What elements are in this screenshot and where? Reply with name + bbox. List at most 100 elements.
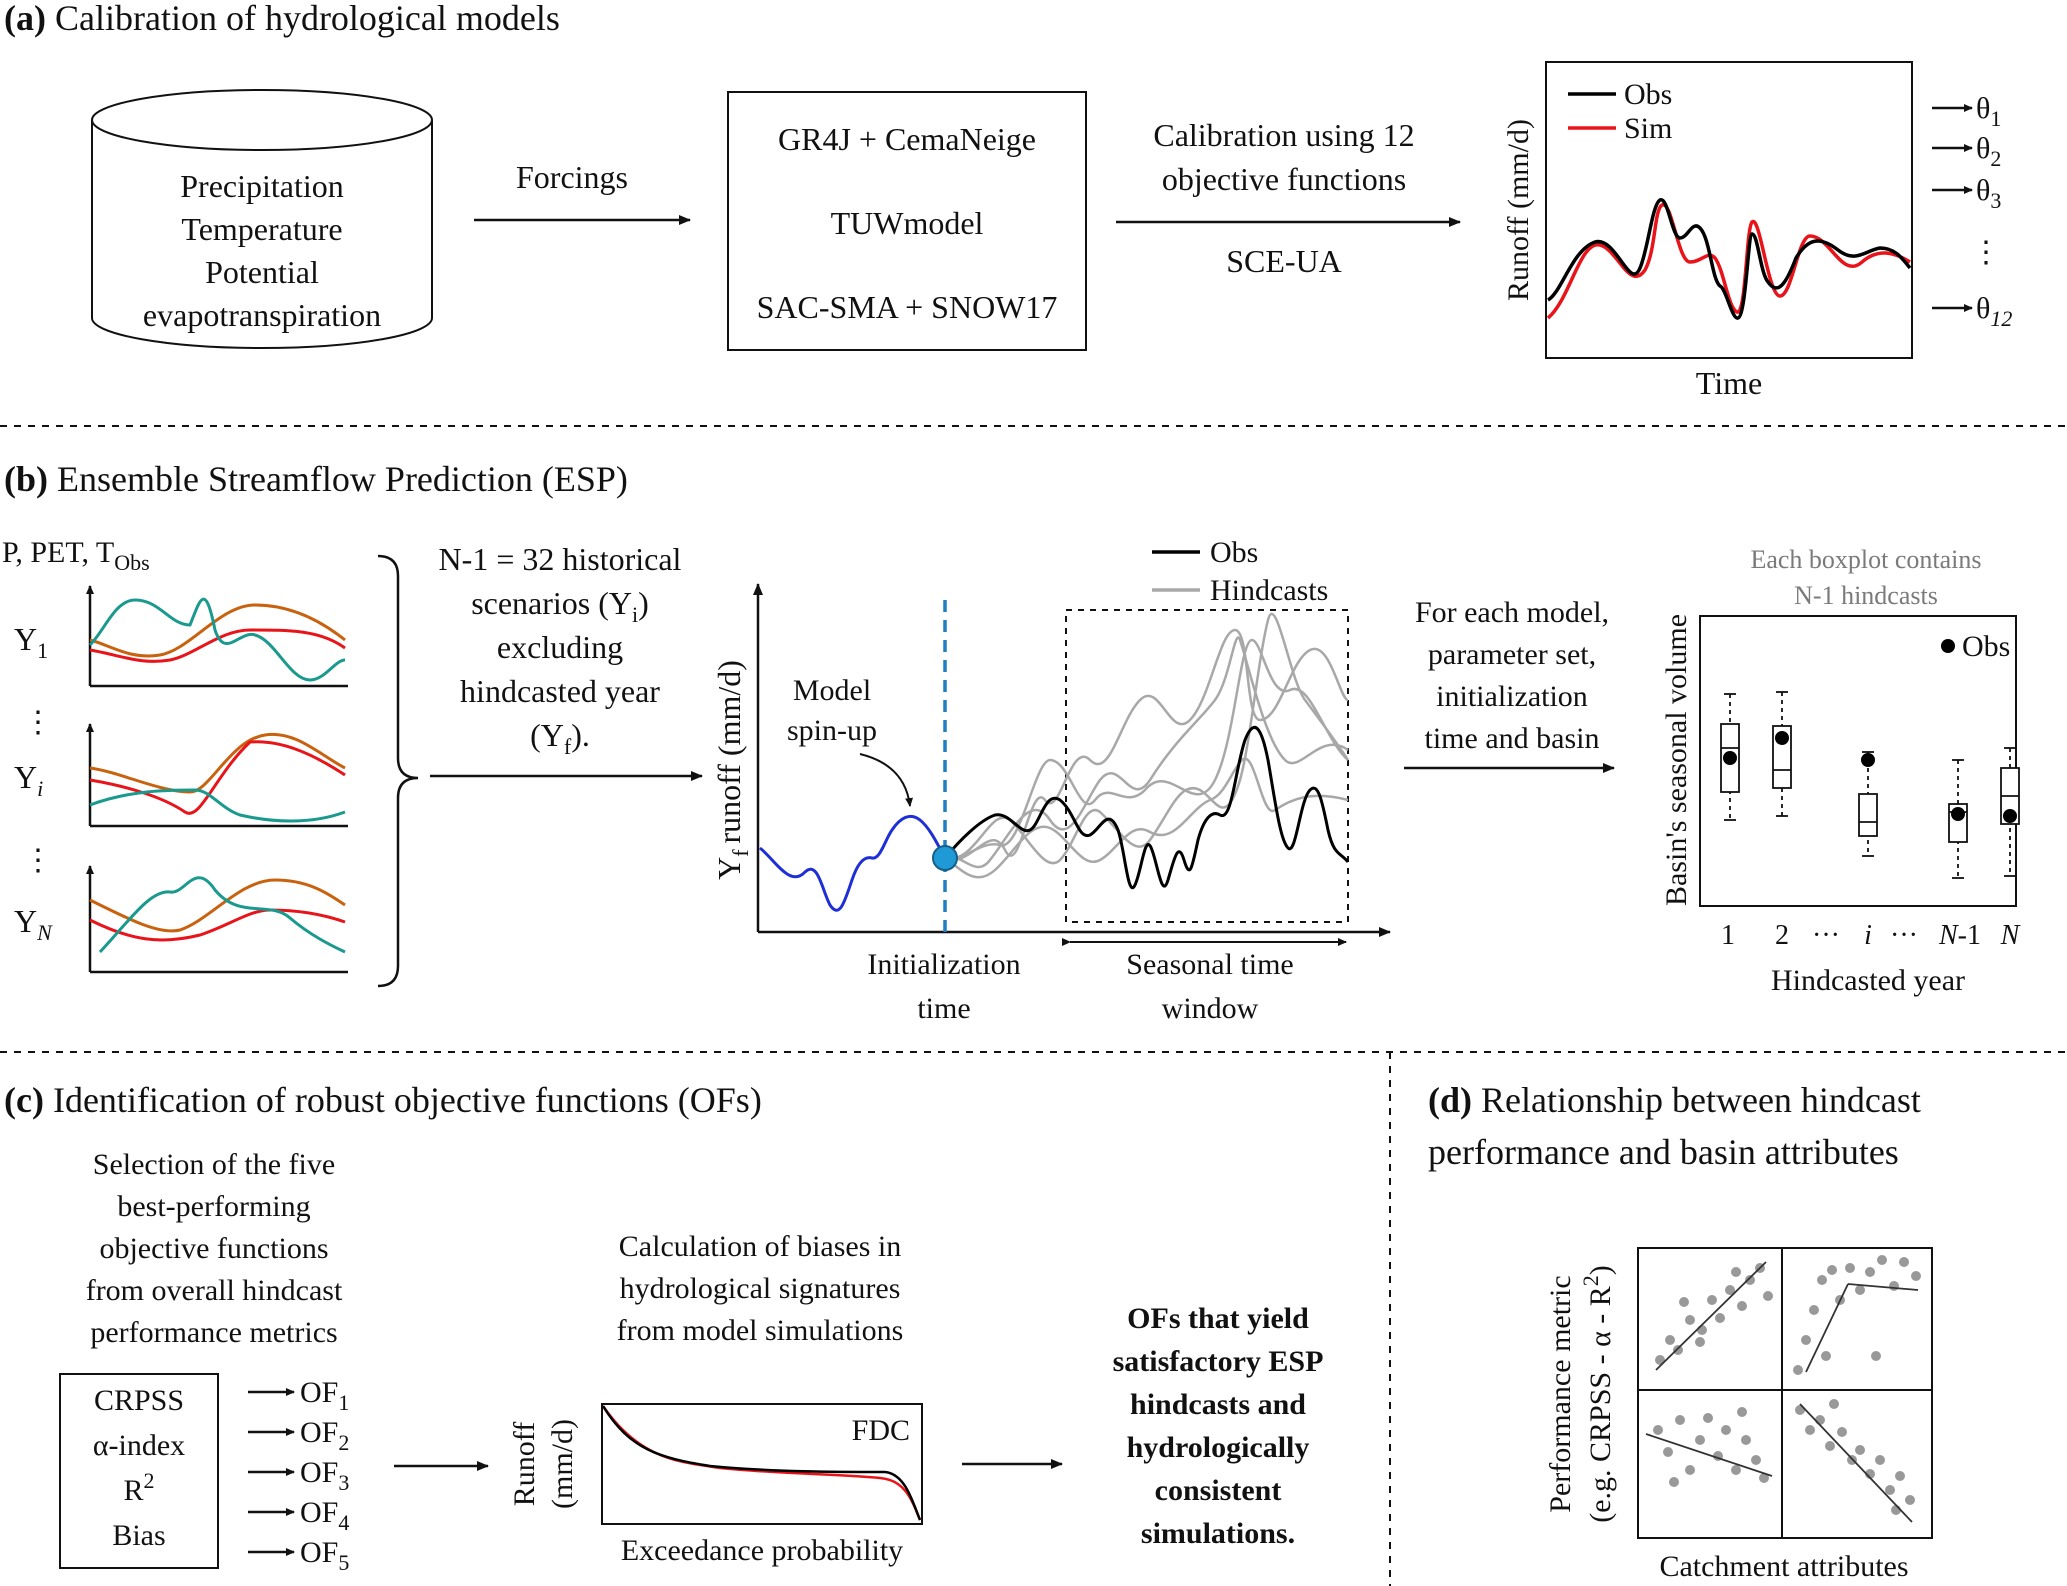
box-tick-i: i [1864,920,1872,951]
theta-ellipsis: ⋮ [1971,236,2001,269]
theta-12: θ12 [1976,292,2012,331]
fdc-ylabel2: (mm/d) [546,1419,579,1509]
forcing-database-cylinder: Precipitation Temperature Potential evap… [91,89,433,349]
bias-line2: hydrological signatures [620,1272,901,1305]
theta-1: θ1 [1976,92,2001,131]
scatter-grid-frame [1637,1247,1933,1539]
input-evapotranspiration: evapotranspiration [143,297,381,333]
panel-d-ylabel2: (e.g. CRPSS - α - R2) [1578,1265,1617,1523]
panel-c-title: (c) Identification of robust objective f… [4,1080,762,1120]
box-tick-2: 2 [1775,920,1789,951]
scenarios-line1: N-1 = 32 historical [439,541,682,577]
result-line3: hindcasts and [1130,1388,1306,1421]
bias-line3: from model simulations [617,1314,904,1347]
year-label-n: YN [14,903,53,945]
fdc-frame [601,1403,923,1525]
boxplot-note2: N-1 hindcasts [1794,581,1938,610]
selection-line3: objective functions [99,1232,328,1265]
metric-r2: R2 [123,1468,154,1507]
esp-plot: Yfrunoff (mm/d) Model spin-up Obs H [711,536,1391,1025]
panel-a-letter: (a) [4,0,46,38]
year-ellipsis-1: ⋮ [23,706,53,739]
year-label-1: Y1 [14,621,48,663]
hindcast-lines [944,612,1350,879]
fdc-obs-curve [601,1405,922,1521]
input-potential: Potential [205,254,319,290]
initialization-point [932,845,958,871]
vars-label: P, PET, TObs [2,536,150,575]
fdc-label: FDC [852,1414,910,1447]
selection-line5: performance metrics [90,1316,337,1349]
box-tick-dots1: ··· [1812,920,1840,951]
boxplot-panel: Each boxplot contains N-1 hindcasts Obs [1660,545,2021,997]
metrics-box [59,1373,219,1569]
selection-line2: best-performing [117,1190,310,1223]
esp-legend-obs: Obs [1210,536,1258,569]
scatter-trend-lines [1645,1261,1919,1523]
seasonal-window-box [1065,609,1349,923]
models-box [727,91,1087,351]
season-label2: window [1162,992,1259,1025]
boxplot-frame [1699,615,2017,907]
year-plot-1: Y1 [14,585,348,688]
of-1: OF1 [300,1376,349,1415]
foreach-line1: For each model, [1415,596,1609,629]
panel-a-title: (a) Calibration of hydrological models [4,0,560,38]
input-precipitation: Precipitation [180,168,344,204]
of-5: OF5 [300,1536,349,1575]
boxplot-legend-dot [1941,639,1955,653]
fdc-plot: FDC Runoff (mm/d) Exceedance probability [508,1403,923,1567]
model-gr4j: GR4J + CemaNeige [778,121,1036,157]
theta-3: θ3 [1976,174,2001,213]
parameter-sets: θ1 θ2 θ3 ⋮ θ12 [1932,92,2012,331]
spinup-label2: spin-up [787,714,877,747]
metric-alpha-index: α-index [93,1429,185,1462]
result-line6: simulations. [1141,1517,1295,1550]
foreach-line4: time and basin [1425,722,1600,755]
year-plot-n: YN [14,865,348,974]
panel-d-xlabel: Catchment attributes [1659,1550,1908,1583]
panel-b: (b) Ensemble Streamflow Prediction (ESP)… [2,459,2021,1025]
panel-a: (a) Calibration of hydrological models P… [4,0,2012,401]
result-line1: OFs that yield [1127,1302,1309,1335]
of-3: OF3 [300,1456,349,1495]
foreach-line3: initialization [1436,680,1588,713]
foreach-line2: parameter set, [1428,638,1596,671]
init-label2: time [917,992,970,1025]
scatter-points [1653,1255,1921,1515]
fdc-ylabel1: Runoff [508,1422,541,1506]
box-tick-n: N [2000,920,2021,951]
model-tuwmodel: TUWmodel [831,205,984,241]
spinup-pointer [859,753,913,807]
selection-line1: Selection of the five [93,1148,335,1181]
result-line2: satisfactory ESP [1113,1345,1324,1378]
boxplot-xlabel: Hindcasted year [1771,964,1965,997]
boxplot-note1: Each boxplot contains [1750,545,1981,574]
hydrograph-xlabel: Time [1696,365,1762,401]
box-tick-dots2: ··· [1890,920,1918,951]
hydrograph-ylabel: Runoff (mm/d) [1502,119,1535,301]
legend-sim-label: Sim [1624,112,1672,145]
legend-obs-label: Obs [1624,78,1672,111]
calibration-hydrograph: Obs Sim Runoff (mm/d) Time [1502,61,1913,401]
spinup-label1: Model [793,674,871,707]
year-label-i: Yi [14,759,43,801]
input-temperature: Temperature [181,211,342,247]
model-sacsma: SAC-SMA + SNOW17 [757,289,1058,325]
year-ellipsis-2: ⋮ [23,844,53,877]
calibration-line2: objective functions [1162,161,1406,197]
bias-line1: Calculation of biases in [619,1230,901,1263]
boxplot-obs-points [1723,731,2017,823]
fdc-xlabel: Exceedance probability [621,1534,903,1567]
result-line5: consistent [1155,1474,1282,1507]
scenarios-brace [377,554,419,988]
result-text: OFs that yield satisfactory ESP hindcast… [1113,1302,1324,1550]
hydrograph-frame [1545,61,1913,359]
boxplot-ylabel: Basin's seasonal volume [1660,614,1693,906]
panel-b-title: (b) Ensemble Streamflow Prediction (ESP) [4,459,628,499]
obs-series-line [1546,198,1912,320]
metric-bias: Bias [112,1519,165,1552]
esp-legend-hindcasts: Hindcasts [1210,574,1328,607]
scenarios-line2: scenarios (Yi) [471,585,649,627]
